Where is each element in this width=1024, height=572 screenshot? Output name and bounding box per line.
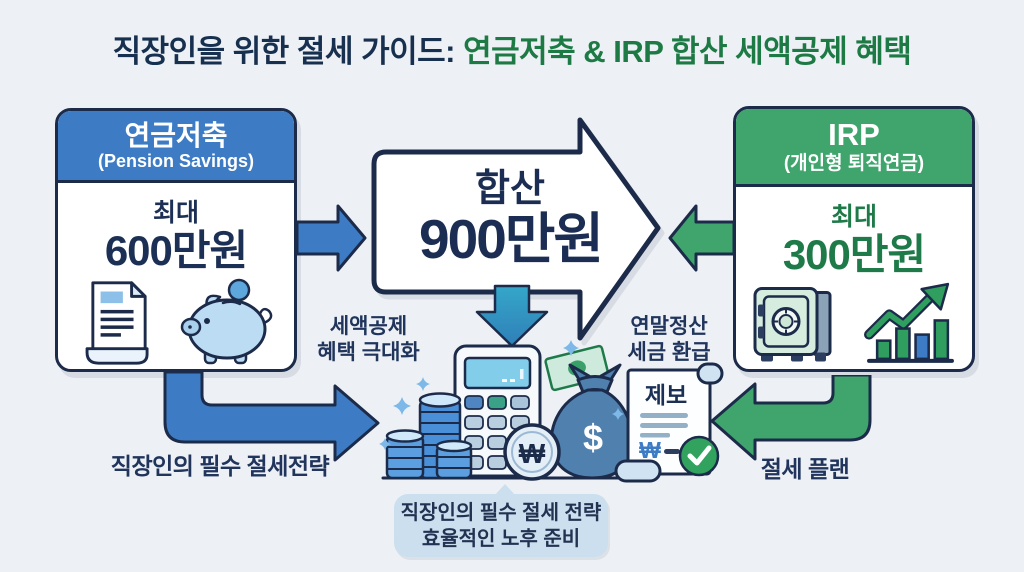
irp-card-body: 최대 300만원: [736, 187, 972, 369]
irp-card-subtitle: (개인형 퇴직연금): [783, 153, 925, 175]
pension-strategy-arrow: [163, 372, 380, 462]
page-title-part1: 직장인을 위한 절세 가이드:: [112, 34, 456, 69]
irp-card-title: IRP: [828, 117, 880, 153]
document-icon: [85, 281, 149, 365]
irp-max-label: 최대: [830, 202, 877, 231]
coin-stack-icon: [385, 392, 473, 480]
combined-amount: 900만원: [419, 208, 604, 270]
bottom-note-line1: 직장인의 필수 절세 전략: [400, 501, 602, 524]
money-calculator-illustration: $ ₩: [379, 340, 630, 481]
tax-receipt-scroll: 제보 ₩: [614, 362, 724, 483]
irp-amount: 300만원: [782, 230, 926, 278]
page-title-part2: 연금저축 & IRP 합산 세액공제 혜택: [463, 34, 912, 69]
page-title: 직장인을 위한 절세 가이드: 연금저축 & IRP 합산 세액공제 혜택: [0, 26, 1024, 71]
irp-card: IRP (개인형 퇴직연금) 최대 300만원: [733, 106, 975, 372]
pension-strategy-label: 직장인의 필수 절세전략: [110, 453, 330, 479]
growth-chart-icon: [864, 282, 954, 363]
money-bag-symbol: $: [583, 417, 603, 458]
irp-to-combined-arrow: [668, 204, 736, 272]
year-end-callout: 연말정산 세금 환급: [604, 314, 734, 365]
pension-max-label: 최대: [152, 198, 199, 227]
scroll-title: 제보: [645, 382, 687, 408]
combined-label: 합산: [475, 168, 545, 210]
won-coin-icon: ₩: [503, 423, 561, 481]
tax-credit-callout: 세액공제 혜택 극대화: [296, 314, 441, 365]
tax-credit-line2: 혜택 극대화: [317, 340, 420, 364]
irp-icons: [749, 281, 959, 369]
piggy-bank-icon: [180, 278, 273, 365]
tax-plan-arrow: [710, 375, 872, 461]
sparkle-icons: [379, 340, 624, 450]
tax-credit-line1: 세액공제: [329, 315, 408, 338]
pension-card-header: 연금저축 (Pension Savings): [58, 111, 294, 183]
combined-down-arrow: [475, 284, 549, 348]
safe-icon: [753, 287, 832, 362]
money-bag-icon: $: [549, 363, 630, 480]
pension-amount: 600만원: [104, 226, 248, 274]
pension-card-subtitle: (Pension Savings): [97, 151, 255, 172]
bottom-note: 직장인의 필수 절세 전략 효율적인 노후 준비: [394, 494, 608, 557]
irp-card-header: IRP (개인형 퇴직연금): [736, 109, 972, 187]
bottom-note-line2: 효율적인 노후 준비: [421, 527, 581, 550]
pension-icons: [75, 277, 277, 369]
pension-card-body: 최대 600만원: [58, 183, 294, 369]
won-coin-symbol: ₩: [519, 438, 546, 469]
combined-arrow-shape: [371, 117, 661, 341]
bubble-pointer: [494, 484, 516, 496]
pension-card-title: 연금저축: [124, 119, 228, 151]
scroll-currency: ₩: [639, 437, 661, 463]
year-end-line1: 연말정산: [630, 315, 708, 338]
check-icon: [678, 435, 720, 477]
pension-to-combined-arrow: [295, 204, 367, 272]
year-end-line2: 세금 환급: [627, 340, 711, 364]
pension-savings-card: 연금저축 (Pension Savings) 최대 600만원: [55, 108, 297, 372]
tax-plan-label: 절세 플랜: [760, 456, 850, 482]
